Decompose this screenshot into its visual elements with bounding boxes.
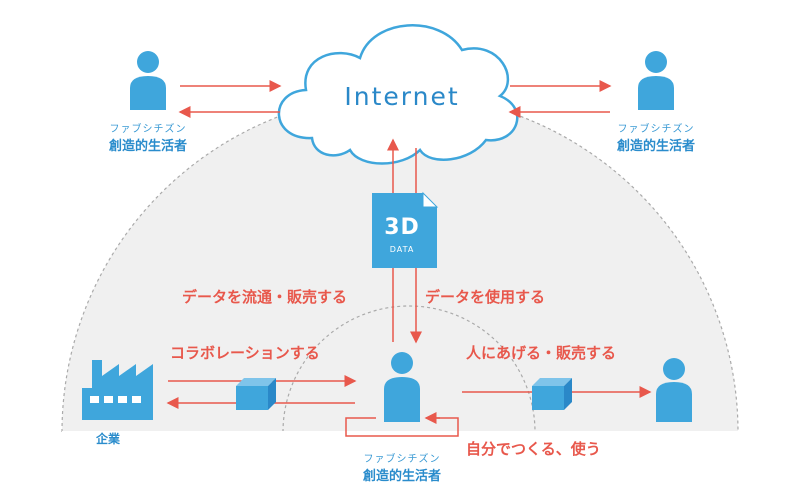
distribute-sell-label: データを流通・販売する	[182, 288, 348, 306]
user-top-left-name: 創造的生活者	[108, 139, 188, 154]
user-top-right-ruby: ファブシチズン	[617, 124, 695, 135]
self-make-label: 自分でつくる、使う	[466, 440, 601, 458]
user-center-ruby: ファブシチズン	[363, 454, 441, 465]
product-box-icon-left	[236, 378, 276, 410]
use-data-label: データを使用する	[425, 288, 546, 306]
user-top-right-name: 創造的生活者	[616, 139, 696, 154]
user-center-name: 創造的生活者	[362, 469, 442, 484]
collaborate-label: コラボレーションする	[170, 344, 320, 362]
user-icon-right	[656, 358, 692, 422]
give-sell-label: 人にあげる・販売する	[466, 344, 617, 362]
company-label: 企業	[96, 432, 121, 446]
3d-data-document-icon	[372, 191, 439, 268]
product-box-icon-right	[532, 378, 572, 410]
factory-icon	[82, 360, 153, 420]
user-icon-top-left	[130, 51, 166, 110]
self-loop-arrow	[345, 417, 459, 437]
document-3d-label: 3D	[384, 215, 420, 240]
internet-cloud	[277, 24, 519, 165]
user-icon-top-right	[638, 51, 674, 110]
user-icon-center	[384, 352, 420, 422]
internet-label: Internet	[344, 82, 460, 111]
user-top-left-ruby: ファブシチズン	[109, 124, 187, 135]
document-data-label: DATA	[389, 245, 415, 254]
